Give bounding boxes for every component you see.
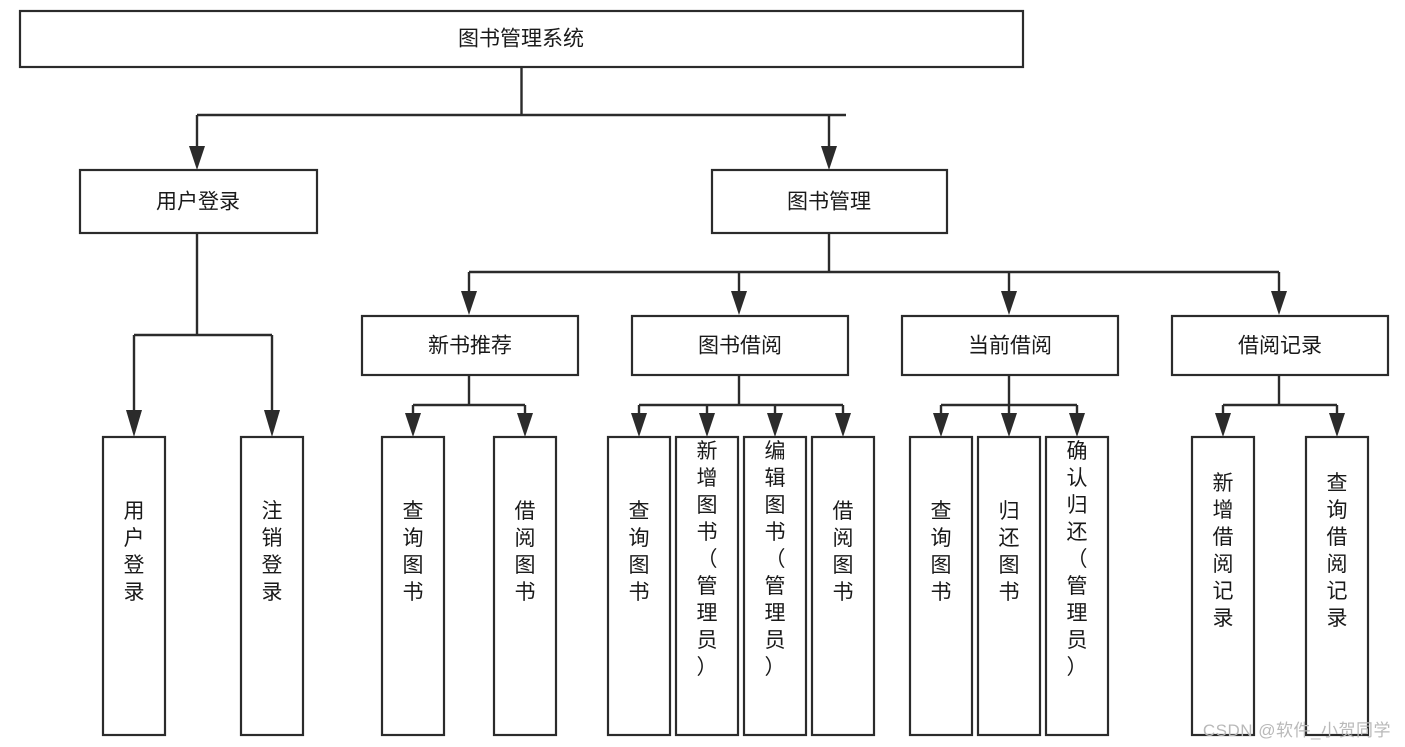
leaf-borrow-record-1-label: 查询借阅记录 (1327, 472, 1348, 630)
leaf-borrow-record-0[interactable]: 新增借阅记录 (1190, 435, 1256, 737)
leaf-borrow-record-0-label: 新增借阅记录 (1213, 472, 1234, 630)
node-user-login[interactable]: 用户登录 (78, 168, 319, 235)
node-borrow-record[interactable]: 借阅记录 (1170, 314, 1390, 377)
leaf-book-borrow-3-label: 借阅图书 (833, 500, 854, 604)
leaf-book-borrow-0[interactable]: 查询图书 (606, 435, 672, 737)
leaf-book-borrow-2-label: 编辑图书（管理员） (765, 440, 786, 679)
leaf-book-borrow-0-label: 查询图书 (629, 500, 650, 604)
leaf-borrow-record-1[interactable]: 查询借阅记录 (1304, 435, 1370, 737)
connector-root-to-level2 (189, 67, 846, 170)
leaf-book-borrow-3[interactable]: 借阅图书 (810, 435, 876, 737)
leaf-user-login-0[interactable]: 用户登录 (101, 435, 167, 737)
node-book-management[interactable]: 图书管理 (710, 168, 949, 235)
leaf-new-book-recommend-1-label: 借阅图书 (515, 500, 536, 604)
leaf-new-book-recommend-1[interactable]: 借阅图书 (492, 435, 558, 737)
node-book-management-label: 图书管理 (787, 191, 871, 214)
node-current-borrow-label: 当前借阅 (968, 335, 1052, 358)
connector-book-borrow-to-leaves (631, 375, 851, 437)
leaf-book-borrow-1[interactable]: 新增图书（管理员） (674, 435, 740, 737)
connector-new-book-to-leaves (405, 375, 533, 437)
connector-user-login-to-leaves (126, 233, 280, 437)
leaf-current-borrow-0-label: 查询图书 (931, 500, 952, 604)
node-new-book-recommend[interactable]: 新书推荐 (360, 314, 580, 377)
leaf-new-book-recommend-0-label: 查询图书 (403, 500, 424, 604)
node-root-book-management-system[interactable]: 图书管理系统 (18, 9, 1025, 69)
connector-borrow-record-to-leaves (1215, 375, 1345, 437)
node-book-borrow[interactable]: 图书借阅 (630, 314, 850, 377)
node-user-login-label: 用户登录 (156, 191, 240, 214)
leaf-user-login-0-label: 用户登录 (124, 500, 145, 604)
leaf-book-borrow-1-label: 新增图书（管理员） (697, 440, 718, 679)
connector-book-mgmt-to-level3 (461, 233, 1287, 315)
node-new-book-recommend-label: 新书推荐 (428, 335, 512, 358)
node-root-label: 图书管理系统 (458, 28, 584, 51)
leaf-book-borrow-2[interactable]: 编辑图书（管理员） (742, 435, 808, 737)
leaf-user-login-1[interactable]: 注销登录 (239, 435, 305, 737)
leaf-current-borrow-2[interactable]: 确认归还（管理员） (1044, 435, 1110, 737)
node-book-borrow-label: 图书借阅 (698, 335, 782, 358)
leaf-new-book-recommend-0[interactable]: 查询图书 (380, 435, 446, 737)
leaf-user-login-1-label: 注销登录 (262, 500, 283, 604)
node-borrow-record-label: 借阅记录 (1238, 335, 1322, 358)
leaf-current-borrow-2-label: 确认归还（管理员） (1067, 440, 1088, 679)
connector-current-borrow-to-leaves (933, 375, 1085, 437)
leaf-current-borrow-0[interactable]: 查询图书 (908, 435, 974, 737)
leaf-current-borrow-1-label: 归还图书 (999, 500, 1020, 604)
node-current-borrow[interactable]: 当前借阅 (900, 314, 1120, 377)
leaf-current-borrow-1[interactable]: 归还图书 (976, 435, 1042, 737)
